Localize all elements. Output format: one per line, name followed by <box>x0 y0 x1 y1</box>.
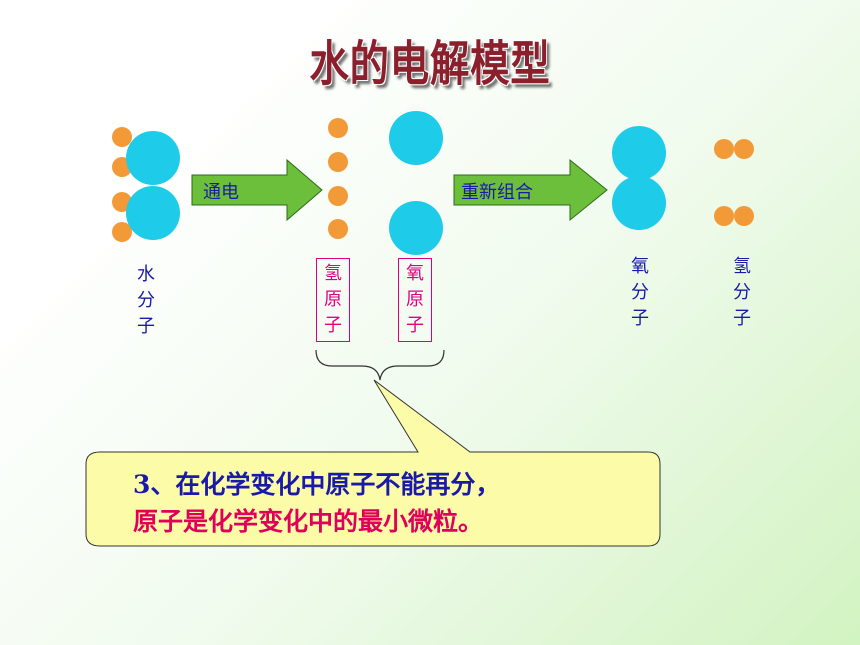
hydrogen-atom-label: 氢原子 <box>316 258 350 342</box>
hydrogen-atom <box>328 118 348 138</box>
arrow-electrify <box>191 158 323 222</box>
oxygen-atom <box>126 131 180 185</box>
water-molecule-label: 水分子 <box>137 264 155 337</box>
brace <box>315 349 445 381</box>
hydrogen-atom <box>328 219 348 239</box>
callout-text: 3、在化学变化中原子不能再分， 原子是化学变化中的最小微粒。 <box>133 466 653 540</box>
oxygen-molecule-label: 氧分子 <box>631 256 649 329</box>
hydrogen-atom <box>734 139 754 159</box>
hydrogen-molecule-group <box>714 139 754 226</box>
arrow-recombine-label: 重新组合 <box>461 182 533 203</box>
hydrogen-atom <box>328 152 348 172</box>
oxygen-atom <box>612 176 666 230</box>
oxygen-atom <box>389 111 443 165</box>
callout-bubble <box>85 379 661 547</box>
hydrogen-atom <box>112 222 132 242</box>
page-title: 水的电解模型 <box>309 36 551 92</box>
hydrogen-atom <box>328 186 348 206</box>
oxygen-atom <box>612 126 666 180</box>
separated-atoms-group <box>328 111 443 255</box>
arrow-recombine <box>453 158 608 222</box>
hydrogen-atom <box>714 139 734 159</box>
callout-line-1: 3、在化学变化中原子不能再分， <box>133 470 501 499</box>
oxygen-molecule-group <box>612 126 666 230</box>
oxygen-atom <box>126 186 180 240</box>
hydrogen-atom <box>734 206 754 226</box>
hydrogen-atom <box>714 206 734 226</box>
hydrogen-atom <box>112 127 132 147</box>
water-molecule-group <box>112 127 180 242</box>
arrow-electrify-label: 通电 <box>203 182 239 203</box>
hydrogen-molecule-label: 氢分子 <box>733 256 751 329</box>
callout-line-2: 原子是化学变化中的最小微粒。 <box>133 507 484 536</box>
oxygen-atom-label: 氧原子 <box>398 258 432 342</box>
oxygen-atom <box>389 201 443 255</box>
